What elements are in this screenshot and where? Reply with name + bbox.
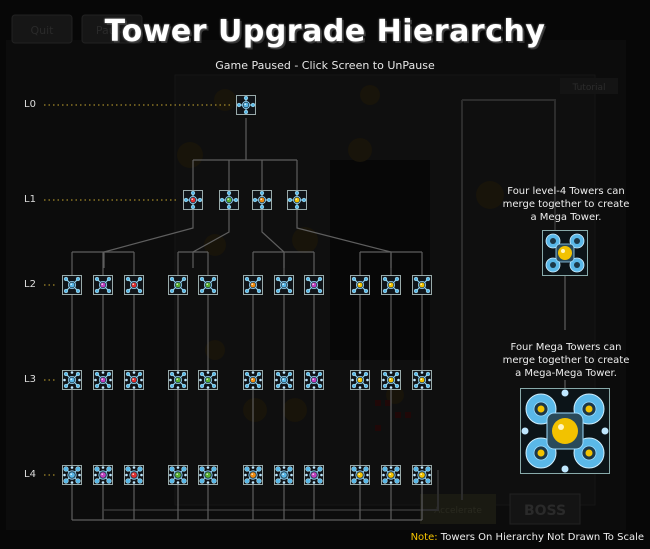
tower-icon xyxy=(220,191,238,209)
level-label-l2: L2 xyxy=(24,279,36,290)
tower-icon xyxy=(253,191,271,209)
tower-l4-g3-3 xyxy=(304,465,324,485)
tower-l0 xyxy=(236,95,256,115)
tower-l3-g3-1 xyxy=(243,370,263,390)
tower-l1-3 xyxy=(252,190,272,210)
tower-l4-g2-2 xyxy=(198,465,218,485)
tower-l2-g4-1 xyxy=(350,275,370,295)
tower-icon xyxy=(413,371,431,389)
tower-icon xyxy=(199,371,217,389)
footnote-text: Towers On Hierarchy Not Drawn To Scale xyxy=(440,532,644,543)
tower-icon xyxy=(382,466,400,484)
tower-l4-g4-2 xyxy=(381,465,401,485)
tower-l4-g1-2 xyxy=(93,465,113,485)
page-title: Tower Upgrade Hierarchy xyxy=(104,14,546,49)
footnote: Note: Towers On Hierarchy Not Drawn To S… xyxy=(411,532,644,543)
tower-icon xyxy=(275,371,293,389)
tower-l4-g4-1 xyxy=(350,465,370,485)
tower-l3-g1-2 xyxy=(93,370,113,390)
tower-l3-g4-1 xyxy=(350,370,370,390)
tower-icon xyxy=(244,276,262,294)
tower-icon xyxy=(351,466,369,484)
tower-icon xyxy=(63,371,81,389)
tower-icon xyxy=(63,276,81,294)
level-label-l4: L4 xyxy=(24,469,36,480)
tower-icon xyxy=(125,466,143,484)
mega-mega-tower-icon xyxy=(521,389,609,473)
pause-message[interactable]: Game Paused - Click Screen to UnPause xyxy=(215,59,435,72)
tower-l4-g3-2 xyxy=(274,465,294,485)
tower-icon xyxy=(94,371,112,389)
tower-icon xyxy=(275,276,293,294)
tower-l2-g3-1 xyxy=(243,275,263,295)
level-label-l3: L3 xyxy=(24,374,36,385)
tower-icon xyxy=(184,191,202,209)
tower-l3-g1-1 xyxy=(62,370,82,390)
tower-icon xyxy=(199,276,217,294)
tower-l2-g3-3 xyxy=(304,275,324,295)
tower-l3-g4-2 xyxy=(381,370,401,390)
tower-l3-g2-2 xyxy=(198,370,218,390)
pause-button-ghost: Pause xyxy=(96,24,129,37)
tower-l2-g1-2 xyxy=(93,275,113,295)
tower-l4-g1-1 xyxy=(62,465,82,485)
tower-icon xyxy=(382,371,400,389)
tower-icon xyxy=(94,276,112,294)
tower-l3-g1-3 xyxy=(124,370,144,390)
tower-l2-g1-1 xyxy=(62,275,82,295)
tower-l2-g3-2 xyxy=(274,275,294,295)
tower-l2-g4-3 xyxy=(412,275,432,295)
tower-icon xyxy=(125,371,143,389)
tower-icon xyxy=(382,276,400,294)
tower-icon xyxy=(63,466,81,484)
tower-icon xyxy=(288,191,306,209)
tower-icon xyxy=(125,276,143,294)
accelerate-button-ghost: Accelerate xyxy=(434,506,482,516)
tower-l4-g3-1 xyxy=(243,465,263,485)
tower-l4-g2-1 xyxy=(168,465,188,485)
tower-icon xyxy=(275,466,293,484)
tower-l2-g1-3 xyxy=(124,275,144,295)
mega-tower-caption: Four level-4 Towers can merge together t… xyxy=(502,186,630,223)
tower-l3-g3-3 xyxy=(304,370,324,390)
footnote-label: Note: xyxy=(410,532,438,543)
tower-l2-g4-2 xyxy=(381,275,401,295)
level-label-l1: L1 xyxy=(24,194,36,205)
tower-icon xyxy=(169,371,187,389)
level-label-l0: L0 xyxy=(24,99,36,110)
tower-icon xyxy=(199,466,217,484)
tower-l3-g2-1 xyxy=(168,370,188,390)
tower-l2-g2-2 xyxy=(198,275,218,295)
tower-l3-g4-3 xyxy=(412,370,432,390)
tower-icon xyxy=(237,96,255,114)
tower-icon xyxy=(305,371,323,389)
tower-l1-2 xyxy=(219,190,239,210)
mega-tower xyxy=(542,230,588,276)
tower-icon xyxy=(351,371,369,389)
tower-icon xyxy=(169,466,187,484)
tower-l1-4 xyxy=(287,190,307,210)
tower-l4-g1-3 xyxy=(124,465,144,485)
tower-l1-1 xyxy=(183,190,203,210)
tower-icon xyxy=(413,466,431,484)
mega-mega-tower xyxy=(520,388,610,474)
tower-icon xyxy=(169,276,187,294)
tower-l3-g3-2 xyxy=(274,370,294,390)
tower-icon xyxy=(351,276,369,294)
boss-button-ghost: BOSS xyxy=(524,503,566,519)
tower-icon xyxy=(94,466,112,484)
tower-l2-g2-1 xyxy=(168,275,188,295)
tower-icon xyxy=(244,371,262,389)
tutorial-label-ghost: Tutorial xyxy=(571,83,605,93)
mega-mega-tower-caption: Four Mega Towers can merge together to c… xyxy=(502,342,630,379)
tower-icon xyxy=(244,466,262,484)
tower-icon xyxy=(305,276,323,294)
quit-button-ghost: Quit xyxy=(31,24,55,37)
mega-tower-icon xyxy=(543,231,587,275)
tower-l4-g4-3 xyxy=(412,465,432,485)
tower-icon xyxy=(413,276,431,294)
tower-icon xyxy=(305,466,323,484)
